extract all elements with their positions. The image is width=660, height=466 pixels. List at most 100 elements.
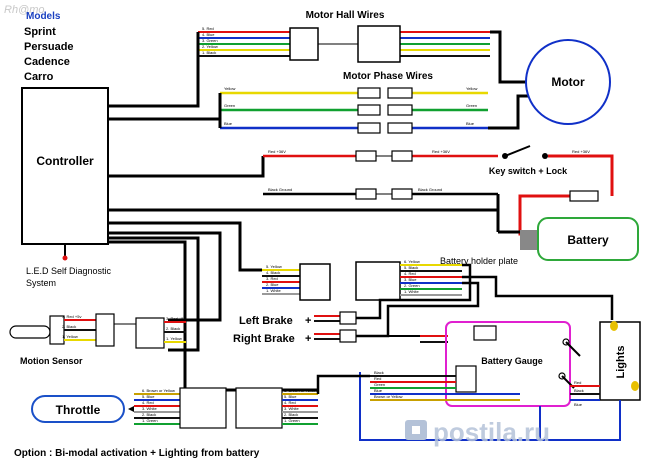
gauge-wire-label: Brown or Yellow (374, 394, 403, 399)
model-item: Persuade (24, 41, 74, 53)
phase-label: Yellow (466, 86, 478, 91)
gauge-wire-label: Red (374, 376, 381, 381)
ground-connector-right (391, 188, 413, 200)
models-heading: Models (26, 11, 61, 22)
right-brake-connector (339, 329, 357, 343)
holder-right-label: 2. Green (404, 283, 420, 288)
holder-right-label: 5. Black (404, 265, 418, 270)
watermark-top: Rh@mo (4, 4, 45, 16)
hall-title: Motor Hall Wires (306, 10, 385, 21)
right-brake-label: Right Brake (233, 333, 295, 345)
ground-harness (108, 198, 500, 212)
hall-connector-right (357, 25, 401, 63)
throttle-right-label: 2. Black (284, 412, 298, 417)
throttle-connector-right (235, 387, 283, 429)
hall-connector-left (289, 27, 319, 61)
holder-right-label: 3. Blue (404, 277, 417, 282)
phase-title: Motor Phase Wires (343, 71, 433, 82)
led-label-2: System (26, 278, 56, 288)
left-brake-plus: + (305, 315, 311, 327)
right-brake-plus: + (305, 333, 311, 345)
phase-label: Green (224, 103, 235, 108)
throttle-right-label: 3. White (284, 406, 299, 411)
left-brake-connector (339, 311, 357, 325)
ground-connector-left (355, 188, 377, 200)
holder-wires-right (400, 264, 462, 296)
throttle-wires-right (282, 374, 370, 425)
battery-box (537, 217, 639, 261)
model-item: Cadence (24, 56, 70, 68)
lights-label: Lights (615, 346, 627, 379)
throttle-right-label: 5. Blue (284, 394, 297, 399)
gauge-switch-lever (565, 341, 581, 357)
postila-watermark: postila.ru (433, 417, 550, 447)
gauge-bundle (359, 372, 541, 441)
throttle-right-label: 1. Green (284, 418, 300, 423)
power-label: Red +36V (572, 149, 590, 154)
throttle-connector-left (179, 387, 227, 429)
sensor-wires-right (114, 321, 186, 343)
throttle-wire-label: 2. Black (142, 412, 156, 417)
hall-harness (108, 84, 200, 108)
power-connector-right (391, 150, 413, 162)
hall-label: 2. Yellow (202, 44, 218, 49)
sensor-wires-left (64, 319, 96, 341)
sensor-connector-right (135, 317, 165, 349)
battery-plate-label: Battery holder plate (440, 256, 518, 266)
sensor-label: 1. Yellow (62, 334, 78, 339)
gauge-connector-top (473, 325, 497, 341)
holder-label: 1. White (266, 288, 281, 293)
lights-wire-label: Blue (574, 402, 583, 407)
phase-label: Blue (224, 121, 233, 126)
throttle-wires-left (134, 393, 180, 425)
throttle-arrow-icon (128, 406, 134, 412)
hall-label: 4. Blue (202, 32, 215, 37)
lights-wires (540, 385, 621, 441)
phase-connectors (357, 87, 413, 134)
fuse (569, 190, 599, 202)
gauge-wire-label: Green (374, 382, 385, 387)
holder-label: 2. Blue (266, 282, 279, 287)
controller-box (21, 87, 109, 245)
hall-to-motor (490, 30, 540, 84)
motion-sensor-label: Motion Sensor (20, 356, 83, 366)
lights-wire-label: Black (574, 388, 584, 393)
sensor-label: 2. Black (62, 324, 76, 329)
throttle-right-label: 6. Brown or Yellow (284, 388, 317, 393)
phase-wires (218, 91, 488, 130)
holder-right-label: 6. Yellow (404, 259, 420, 264)
model-item: Carro (24, 71, 54, 83)
throttle-harness (108, 236, 200, 352)
hall-label: 3. Green (202, 38, 218, 43)
hall-wires (196, 31, 490, 84)
holder-harness (108, 221, 262, 272)
controller-label: Controller (36, 154, 94, 168)
gauge-wire-label: Black (374, 370, 384, 375)
throttle-wire-label: 3. White (142, 406, 157, 411)
brake-harness (340, 263, 472, 320)
holder-right-label: 1. White (404, 289, 419, 294)
sensor-label: 3. Red +5v (62, 314, 81, 319)
phase-label: Blue (466, 121, 475, 126)
battery-gauge-label: Battery Gauge (481, 356, 543, 366)
gauge-connector-mid (455, 365, 477, 393)
light-bulb-icon (610, 321, 618, 331)
key-switch-lever (504, 145, 531, 157)
ground-line (263, 192, 520, 234)
throttle-right-label: 4. Red (284, 400, 296, 405)
holder-label: 5. Yellow (266, 264, 282, 269)
lights-harness (462, 275, 614, 320)
motion-sensor-body (9, 325, 51, 339)
power-harness (108, 156, 265, 178)
power-connector-left (355, 150, 377, 162)
holder-wires-left (262, 269, 300, 295)
throttle-wire-label: 6. Brown or Yellow (142, 388, 175, 393)
ground-label: Black Ground (268, 187, 292, 192)
motion-sensor-connector (49, 315, 65, 345)
holder-right-label: 4. Red (404, 271, 416, 276)
postila-logo-icon (405, 420, 427, 440)
power-label: Red +36V (268, 149, 286, 154)
light-bulb-icon (631, 381, 639, 391)
motor-circle (525, 39, 611, 125)
